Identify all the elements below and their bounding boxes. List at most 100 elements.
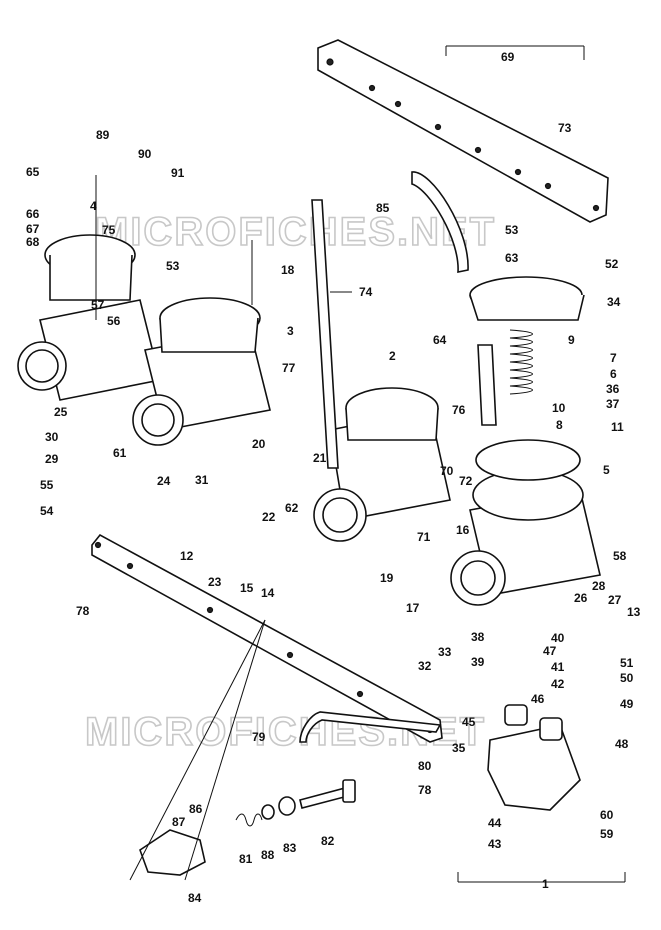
callout-42: 42 [551,677,565,691]
callout-16: 16 [456,523,470,537]
callout-39: 39 [471,655,485,669]
callout-3: 3 [287,324,294,338]
carburetor-center [313,387,451,542]
callout-17: 17 [406,601,420,615]
screw-set [235,779,356,827]
callout-22: 22 [262,510,276,524]
carburetor-right [450,439,601,606]
callout-19: 19 [380,571,394,585]
callout-43: 43 [488,837,502,851]
callout-76: 76 [452,403,466,417]
callouts: 1 2 3 4 5 6 7 8 9 10 11 12 13 14 15 16 1… [26,50,641,905]
callout-36: 36 [606,382,620,396]
callout-59: 59 [600,827,614,841]
callout-7: 7 [610,351,617,365]
float-bowl [487,704,581,811]
callout-82: 82 [321,834,335,848]
callout-57: 57 [91,298,105,312]
callout-30: 30 [45,430,59,444]
callout-80: 80 [418,759,432,773]
callout-78-right: 78 [418,783,432,797]
callout-29: 29 [45,452,59,466]
top-rail [317,39,609,223]
callout-58: 58 [613,549,627,563]
callout-73: 73 [558,121,572,135]
top-cap-spring [469,276,585,395]
callout-52: 52 [605,257,619,271]
carburetor-left [17,234,161,401]
callout-67: 67 [26,222,40,236]
callout-49: 49 [620,697,634,711]
callout-86: 86 [189,802,203,816]
callout-11: 11 [611,420,624,434]
callout-51: 51 [620,656,634,670]
link-rod [299,711,442,743]
callout-37: 37 [606,397,620,411]
callout-89: 89 [96,128,110,142]
callout-46: 46 [531,692,545,706]
callout-5: 5 [603,463,610,477]
callout-35: 35 [452,741,466,755]
callout-74: 74 [359,285,373,299]
callout-78-left: 78 [76,604,90,618]
callout-62: 62 [285,501,299,515]
callout-53-right: 53 [505,223,519,237]
callout-18: 18 [281,263,295,277]
callout-68: 68 [26,235,40,249]
callout-84: 84 [188,891,202,905]
callout-1: 1 [542,877,549,891]
callout-88: 88 [261,848,275,862]
callout-85: 85 [376,201,390,215]
callout-77: 77 [282,361,296,375]
callout-33: 33 [438,645,452,659]
callout-63: 63 [505,251,519,265]
bottom-bracket [139,829,206,876]
callout-31: 31 [195,473,209,487]
callout-91: 91 [171,166,185,180]
callout-66: 66 [26,207,40,221]
callout-40: 40 [551,631,565,645]
watermark-top: MICROFICHES.NET [95,210,496,254]
callout-56: 56 [107,314,121,328]
leader-lines [95,45,626,883]
callout-24: 24 [157,474,171,488]
callout-38: 38 [471,630,485,644]
callout-83: 83 [283,841,297,855]
callout-90: 90 [138,147,152,161]
callout-55: 55 [40,478,54,492]
callout-25: 25 [54,405,68,419]
callout-87: 87 [172,815,186,829]
callout-53-left: 53 [166,259,180,273]
callout-71: 71 [417,530,431,544]
callout-15: 15 [240,581,254,595]
callout-45: 45 [462,715,476,729]
callout-75: 75 [102,223,116,237]
callout-14: 14 [261,586,275,600]
callout-26: 26 [574,591,588,605]
callout-70: 70 [440,464,454,478]
hoses [311,171,497,469]
callout-23: 23 [208,575,222,589]
callout-4: 4 [90,199,97,213]
callout-47: 47 [543,644,557,658]
callout-61: 61 [113,446,127,460]
callout-79: 79 [252,730,266,744]
callout-13: 13 [627,605,641,619]
callout-60: 60 [600,808,614,822]
carburetor-second [132,297,271,446]
callout-48: 48 [615,737,629,751]
callout-34: 34 [607,295,621,309]
callout-21: 21 [313,451,327,465]
callout-41: 41 [551,660,565,674]
callout-9: 9 [568,333,575,347]
callout-65: 65 [26,165,40,179]
callout-32: 32 [418,659,432,673]
callout-2: 2 [389,349,396,363]
callout-27: 27 [608,593,622,607]
callout-28: 28 [592,579,606,593]
callout-69: 69 [501,50,515,64]
callout-54: 54 [40,504,54,518]
callout-6: 6 [610,367,617,381]
